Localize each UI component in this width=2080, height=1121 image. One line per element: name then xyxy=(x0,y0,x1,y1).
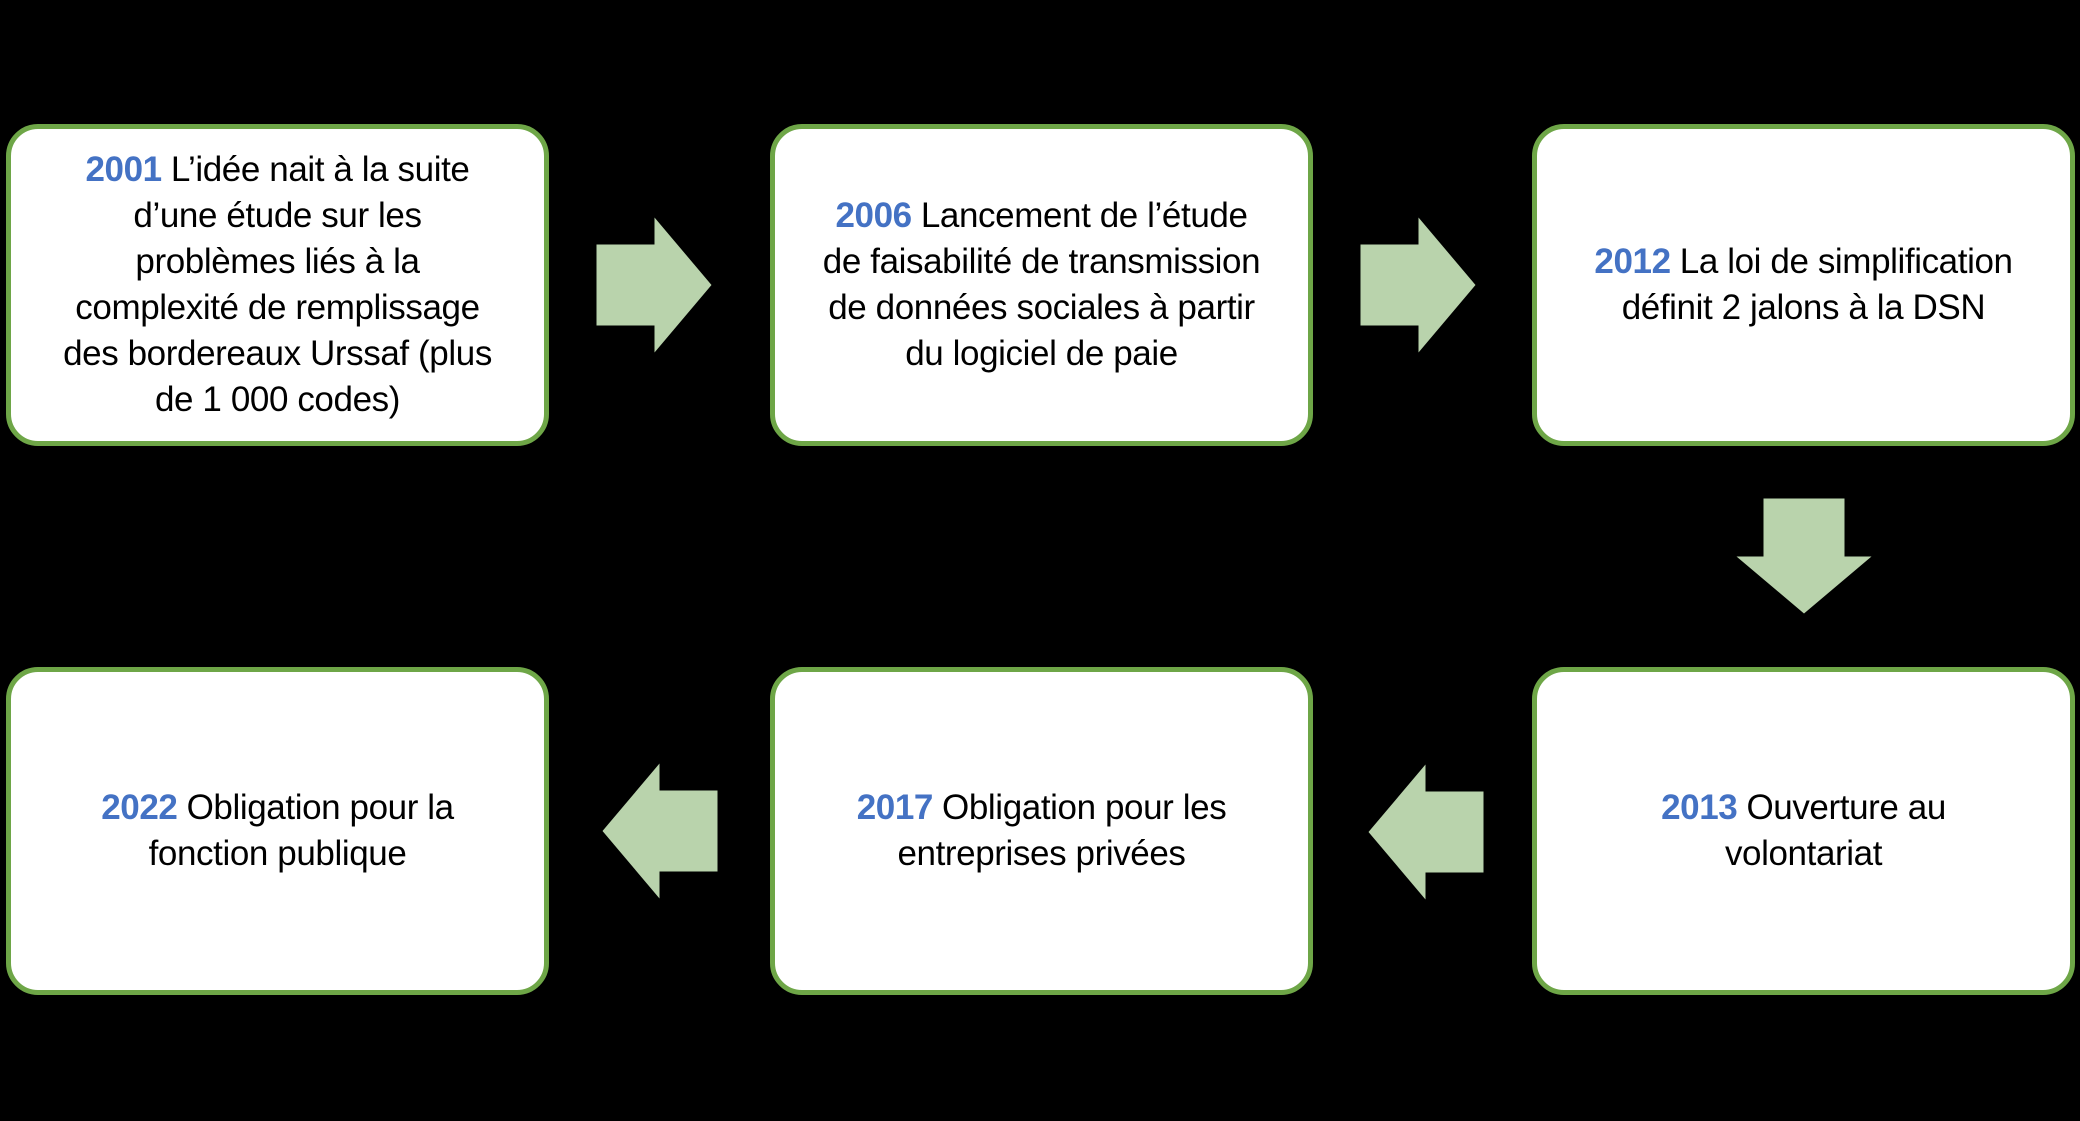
right-arrow-icon xyxy=(596,217,712,353)
year-label: 2012 xyxy=(1594,242,1671,281)
down-arrow-icon xyxy=(1736,498,1872,614)
event-text: La loi de simplification définit 2 jalon… xyxy=(1621,242,2013,327)
event-text: Obligation pour la fonction publique xyxy=(148,788,455,873)
event-text: Lancement de l’étude de faisabilité de t… xyxy=(822,196,1261,373)
year-label: 2001 xyxy=(85,150,162,189)
year-label: 2006 xyxy=(835,196,912,235)
year-label: 2022 xyxy=(101,788,178,827)
year-label: 2013 xyxy=(1661,788,1738,827)
right-arrow-icon xyxy=(1360,217,1476,353)
left-arrow-icon xyxy=(1368,764,1484,900)
year-label: 2017 xyxy=(856,788,934,827)
event-text: L’idée nait à la suite d’une étude sur l… xyxy=(63,150,492,419)
event-text: Ouverture au volontariat xyxy=(1724,788,1946,873)
event-text: Obligation pour les entreprises privées xyxy=(897,788,1227,873)
left-arrow-icon xyxy=(602,763,718,899)
